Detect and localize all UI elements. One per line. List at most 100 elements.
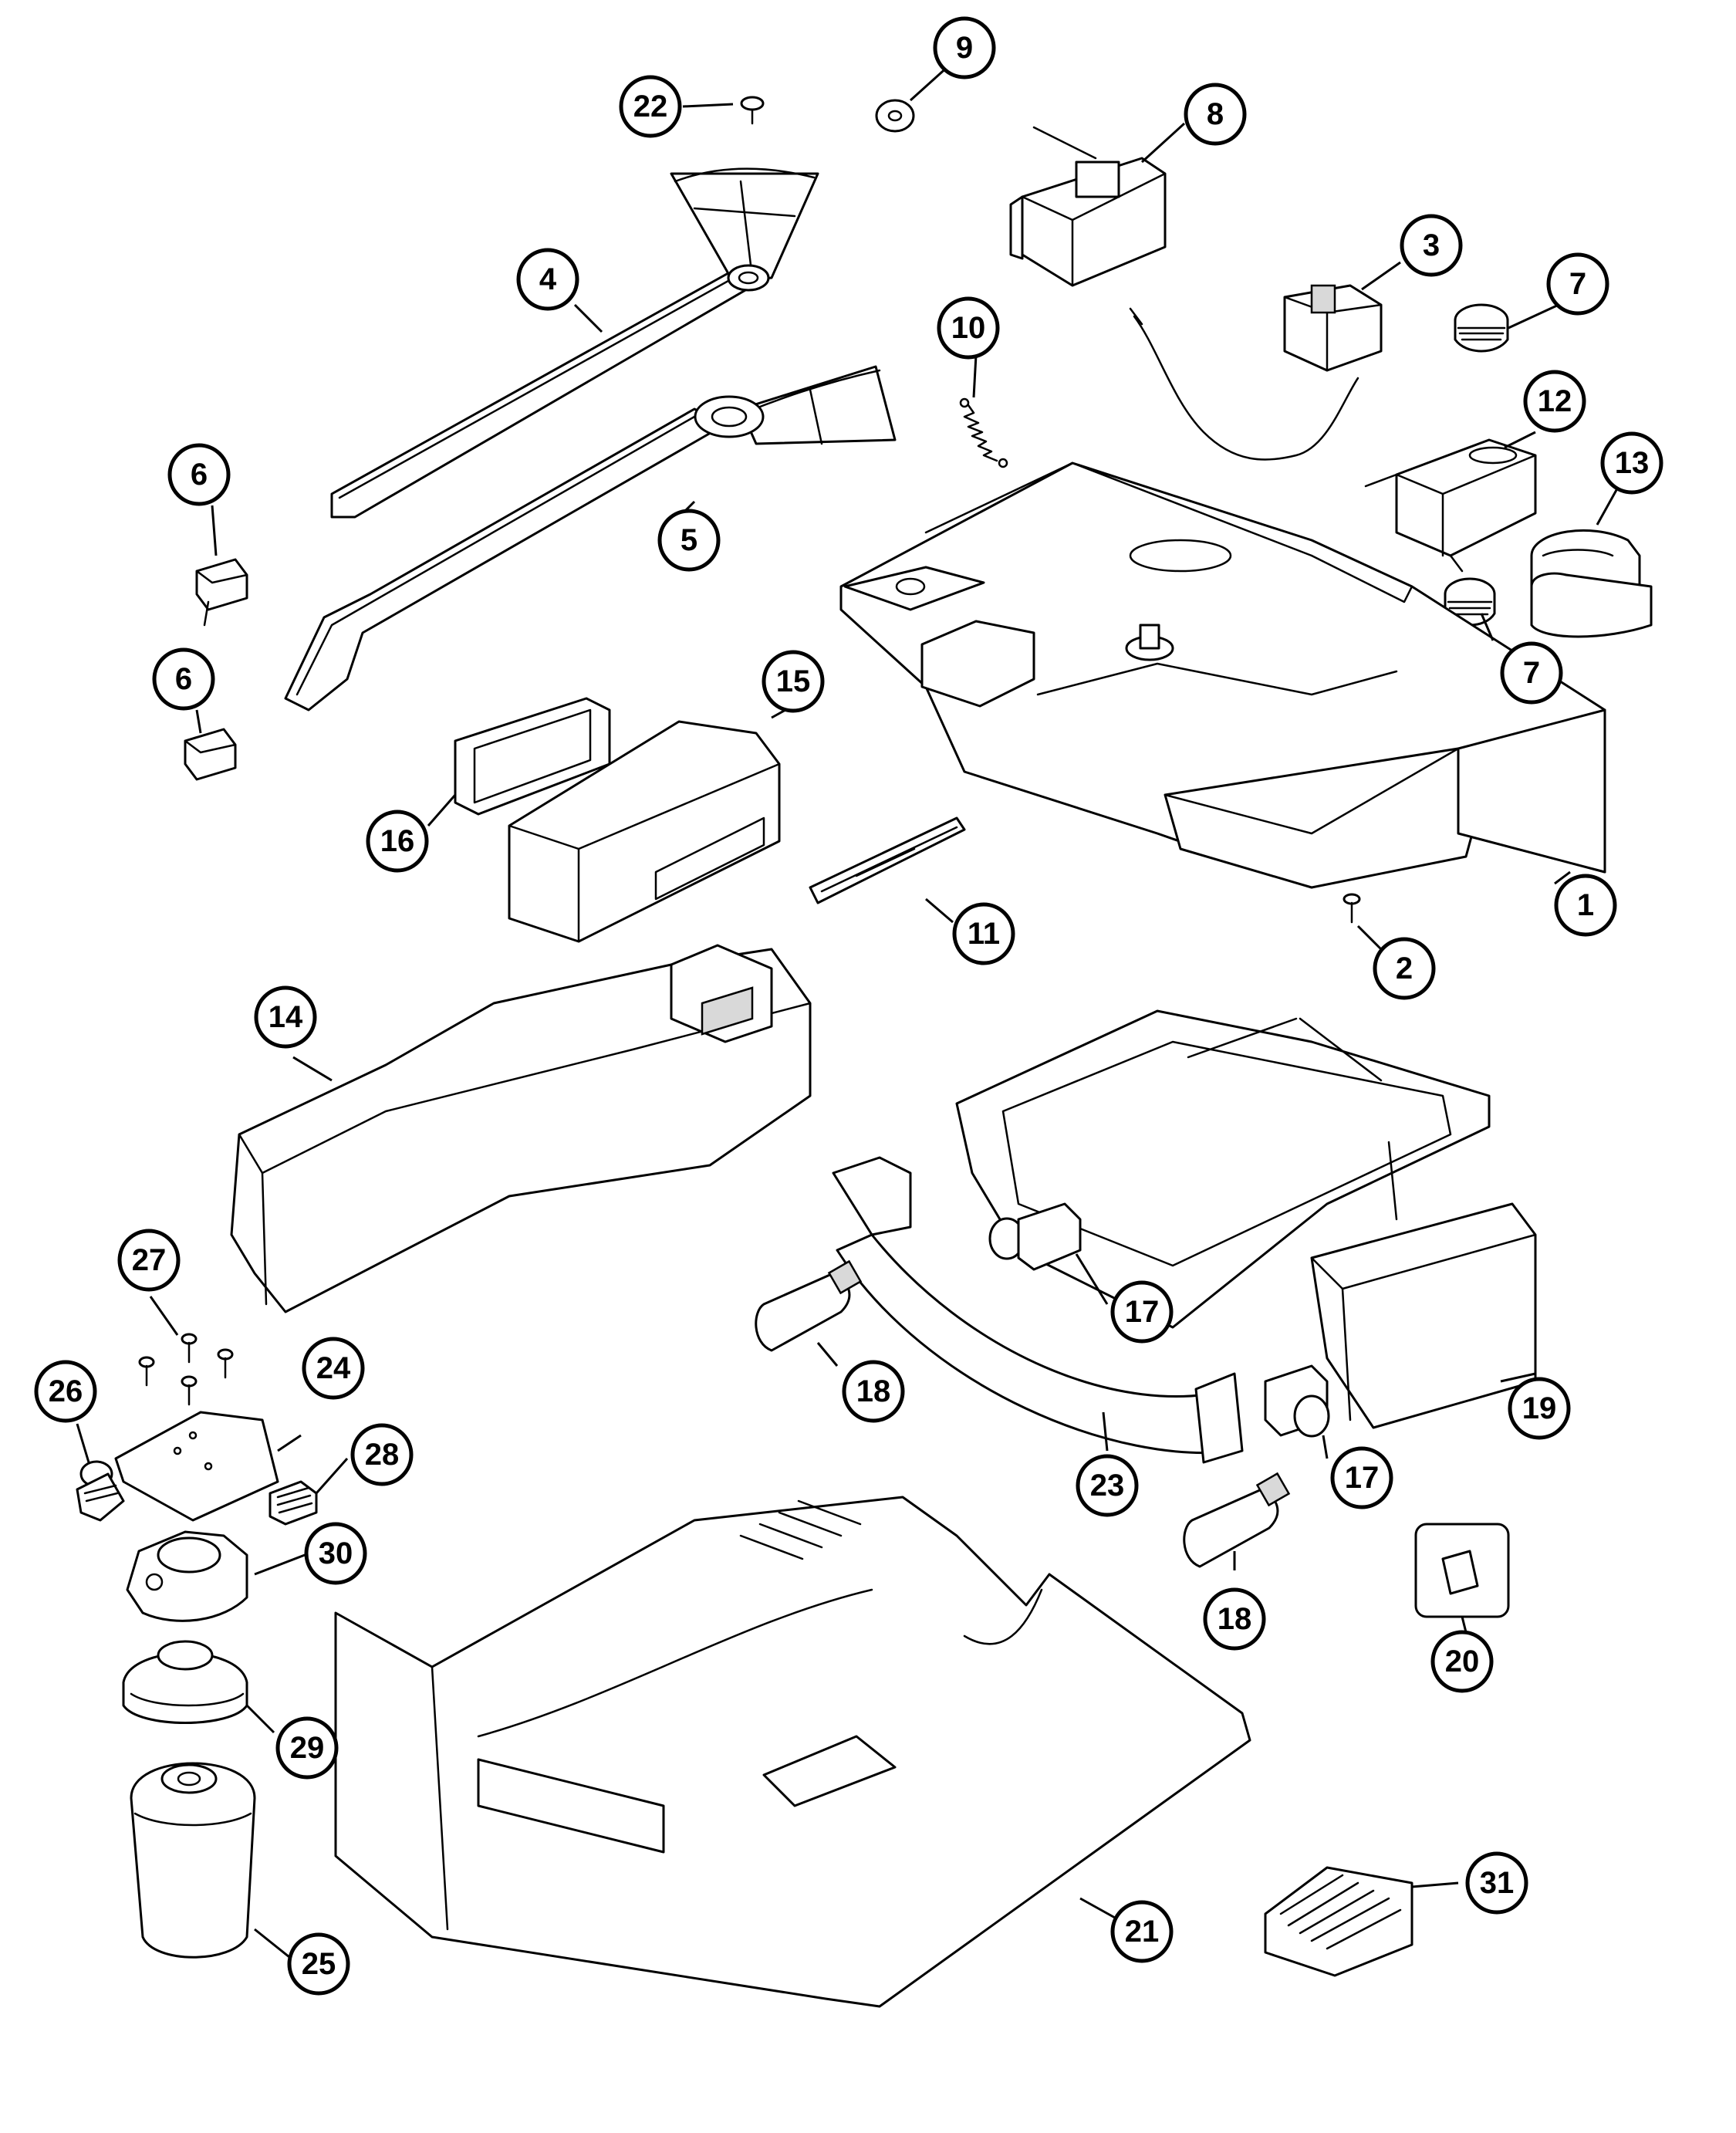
part-31-grille — [1264, 1866, 1413, 1977]
part-11-filter — [809, 816, 966, 904]
part-21-base-tray — [334, 1496, 1251, 2008]
callout-label: 9 — [956, 31, 973, 65]
callout-28: 28 — [350, 1423, 414, 1486]
callout-11: 11 — [952, 902, 1015, 965]
callout-3: 3 — [1400, 214, 1463, 277]
part-23-curved-bracket — [832, 1156, 1244, 1464]
callout-label: 29 — [290, 1731, 325, 1765]
callout-7-top: 7 — [1546, 252, 1609, 316]
callout-label: 21 — [1125, 1915, 1160, 1949]
callout-label: 28 — [365, 1438, 400, 1472]
callout-label: 11 — [968, 917, 1000, 951]
callout-label: 30 — [319, 1536, 353, 1570]
callout-label: 19 — [1522, 1391, 1557, 1425]
callout-label: 10 — [951, 311, 986, 345]
callout-30: 30 — [304, 1522, 367, 1585]
callout-label: 17 — [1125, 1295, 1160, 1329]
callout-label: 1 — [1577, 888, 1594, 922]
callout-29: 29 — [275, 1716, 339, 1780]
leader-lines — [76, 64, 1618, 1962]
callout-9: 9 — [933, 16, 996, 79]
callout-label: 2 — [1396, 952, 1413, 985]
callout-label: 18 — [1218, 1602, 1252, 1636]
callout-1: 1 — [1554, 874, 1617, 937]
callout-7-lower: 7 — [1500, 641, 1563, 705]
part-10-spring — [959, 397, 1008, 468]
part-24-mounting-plate — [114, 1411, 279, 1522]
part-27-screws — [138, 1333, 234, 1406]
part-17-socket-lower — [1264, 1364, 1330, 1438]
callout-label: 7 — [1523, 656, 1540, 690]
callout-label: 14 — [269, 1000, 303, 1034]
part-7-knob-top — [1454, 303, 1509, 353]
callout-label: 17 — [1345, 1461, 1380, 1495]
callout-2: 2 — [1373, 937, 1436, 1000]
callout-17-lower: 17 — [1330, 1446, 1393, 1509]
callout-label: 27 — [132, 1243, 167, 1277]
callout-label: 5 — [681, 523, 697, 557]
callout-label: 8 — [1207, 97, 1224, 131]
part-6-clip-upper — [195, 558, 248, 627]
callout-label: 31 — [1480, 1866, 1515, 1900]
callout-18-lower: 18 — [1203, 1587, 1266, 1651]
callout-label: 13 — [1615, 446, 1650, 480]
part-8-actuator-box — [1009, 126, 1167, 287]
callout-label: 12 — [1538, 384, 1572, 418]
part-26-fitting — [76, 1460, 125, 1522]
part-17-socket-upper — [988, 1202, 1082, 1271]
callout-13: 13 — [1600, 431, 1663, 495]
callout-26: 26 — [34, 1360, 97, 1423]
callout-4: 4 — [516, 248, 579, 311]
part-25-filter-cartridge — [130, 1762, 256, 1959]
part-28-fitting — [269, 1480, 318, 1526]
part-14-chute-housing — [230, 944, 812, 1313]
callout-14: 14 — [254, 985, 317, 1049]
callout-10: 10 — [937, 296, 1000, 360]
callout-23: 23 — [1076, 1454, 1139, 1517]
callout-label: 16 — [380, 824, 415, 858]
callout-16: 16 — [366, 810, 429, 873]
callout-label: 24 — [316, 1351, 351, 1385]
part-1-dispenser-housing — [839, 461, 1606, 889]
callout-label: 7 — [1569, 267, 1586, 301]
part-20-switch — [1414, 1523, 1510, 1618]
callout-8: 8 — [1184, 83, 1247, 146]
callout-label: 15 — [776, 664, 811, 698]
part-18-bulb-lower — [1183, 1472, 1291, 1568]
callout-25: 25 — [287, 1932, 350, 1996]
callout-label: 25 — [302, 1947, 336, 1981]
callout-18-upper: 18 — [842, 1360, 905, 1423]
callout-label: 22 — [633, 90, 668, 123]
callout-17-upper: 17 — [1110, 1280, 1174, 1344]
callout-label: 3 — [1423, 228, 1440, 262]
part-2-screw — [1343, 893, 1361, 924]
part-29-filter-cap — [122, 1640, 248, 1724]
callout-label: 4 — [539, 262, 557, 296]
callout-label: 23 — [1090, 1469, 1125, 1503]
callout-6-lower: 6 — [152, 647, 215, 711]
callout-label: 6 — [175, 662, 192, 696]
callout-15: 15 — [762, 650, 825, 713]
callout-24: 24 — [302, 1337, 365, 1400]
part-13-motor — [1530, 529, 1653, 638]
callout-12: 12 — [1523, 370, 1586, 433]
callout-21: 21 — [1110, 1900, 1174, 1963]
part-18-bulb-upper — [755, 1259, 863, 1352]
part-6-clip-lower — [184, 728, 237, 781]
callout-label: 20 — [1445, 1645, 1480, 1678]
part-19-tray-assembly — [955, 1009, 1537, 1429]
part-4-lever-arm — [330, 167, 819, 519]
callout-6-upper: 6 — [167, 443, 231, 506]
part-15-duct — [508, 720, 781, 943]
callout-22: 22 — [619, 75, 682, 138]
part-22-screw — [740, 96, 765, 125]
tray-slots — [739, 1499, 862, 1560]
callout-label: 6 — [191, 458, 208, 492]
part-3-switch — [1129, 284, 1383, 461]
part-9-washer — [875, 99, 915, 133]
callout-31: 31 — [1465, 1851, 1528, 1915]
callout-27: 27 — [117, 1229, 181, 1292]
callout-20: 20 — [1430, 1630, 1494, 1693]
callout-label: 26 — [49, 1374, 83, 1408]
